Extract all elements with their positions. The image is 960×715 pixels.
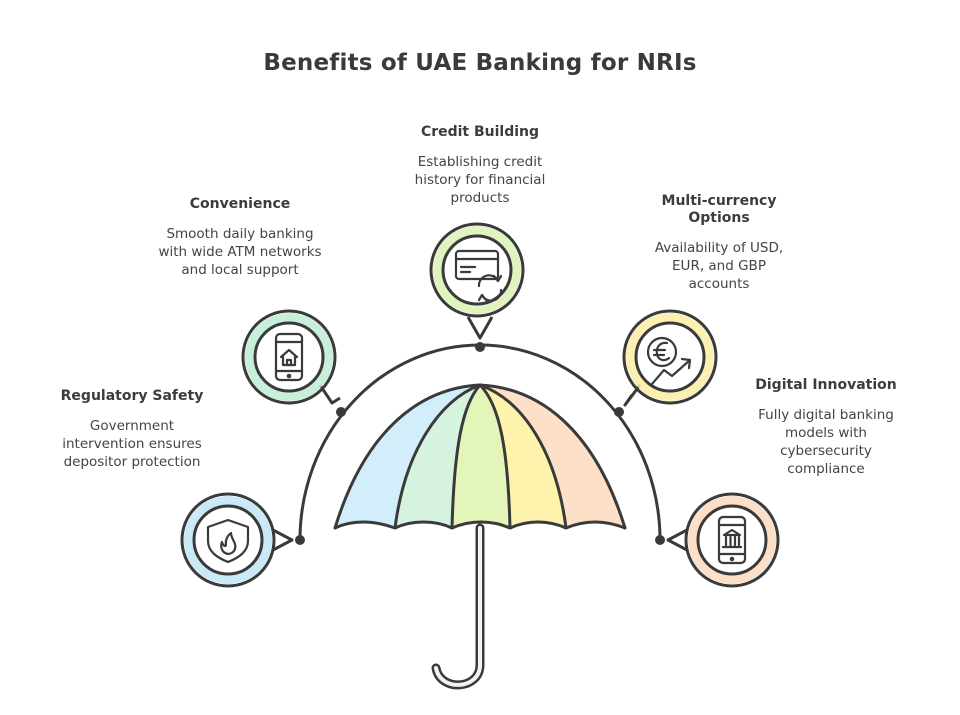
arc-dots — [295, 342, 665, 545]
benefit-description: Government intervention ensures deposito… — [62, 418, 202, 470]
benefit-credit-building: Credit Building Establishing credit hist… — [395, 124, 565, 207]
umbrella-panel-5 — [480, 385, 625, 528]
umbrella-panel-2 — [395, 385, 480, 528]
benefit-convenience: Convenience Smooth daily banking with wi… — [150, 196, 330, 279]
benefit-description: Fully digital banking models with cybers… — [758, 407, 894, 477]
umbrella-canopy — [333, 383, 627, 530]
mobile-bank-icon — [717, 515, 747, 565]
shield-flame-icon — [206, 518, 250, 564]
icon-ring-outer — [180, 492, 276, 588]
benefit-regulatory-safety: Regulatory Safety Government interventio… — [52, 388, 212, 471]
icon-ring-inner — [253, 321, 325, 393]
benefit-title: Digital Innovation — [755, 377, 897, 393]
icon-ring-inner — [634, 321, 706, 393]
benefit-description: Smooth daily banking with wide ATM netwo… — [158, 226, 322, 278]
benefit-title: Multi-currency Options — [661, 193, 777, 226]
icon-ring-inner — [696, 504, 768, 576]
umbrella-panel-1 — [335, 385, 480, 528]
connectors — [272, 316, 688, 552]
page-title: Benefits of UAE Banking for NRIs — [263, 50, 697, 76]
icon-ring-inner — [441, 234, 513, 306]
benefit-digital-innovation: Digital Innovation Fully digital banking… — [745, 377, 907, 478]
benefit-title: Credit Building — [420, 124, 540, 140]
umbrella-handle — [431, 523, 485, 690]
benefit-description: Availability of USD, EUR, and GBP accoun… — [654, 240, 784, 292]
icon-ring-outer — [684, 492, 780, 588]
credit-card-refresh-icon — [454, 249, 503, 302]
benefit-multi-currency: Multi-currency Options Availability of U… — [640, 193, 798, 293]
benefit-description: Establishing credit history for financia… — [414, 154, 546, 206]
benefit-title: Regulatory Safety — [60, 388, 204, 404]
umbrella-panel-4 — [480, 385, 566, 528]
icon-ring-outer — [622, 309, 718, 405]
umbrella-panel-3 — [452, 385, 510, 528]
mobile-home-icon — [274, 332, 304, 382]
benefit-title: Convenience — [189, 196, 291, 212]
icon-ring-outer — [429, 222, 525, 318]
icon-ring-outer — [241, 309, 337, 405]
icon-ring-inner — [192, 504, 264, 576]
currency-growth-icon — [646, 336, 692, 386]
